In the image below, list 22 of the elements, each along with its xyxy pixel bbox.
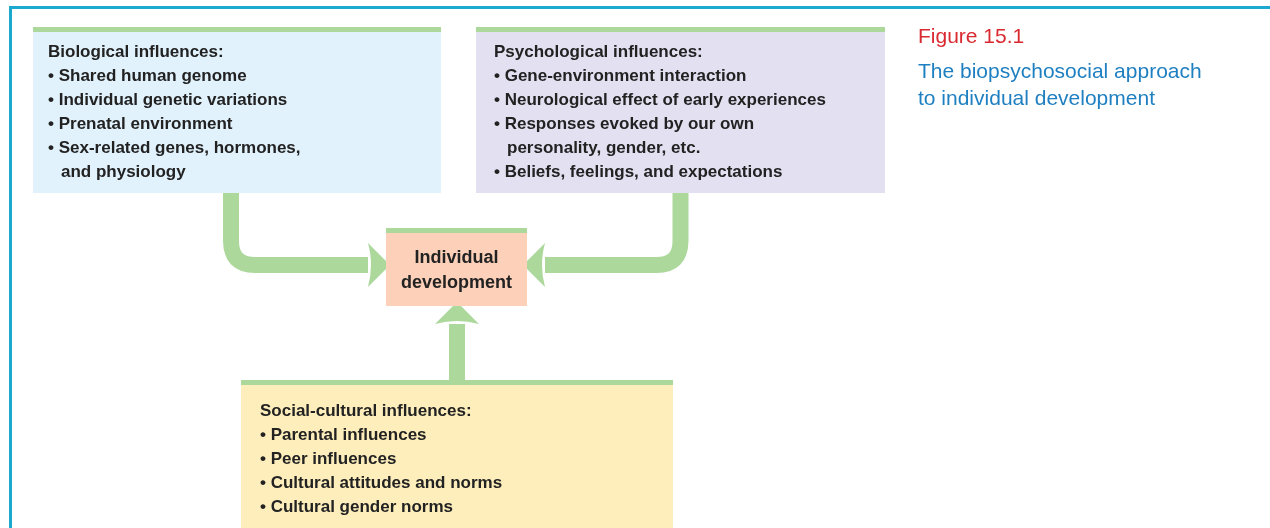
- bullet-item: • Cultural gender norms: [260, 496, 454, 518]
- text-box: [241, 380, 673, 528]
- text-box: [33, 27, 441, 193]
- bullet-item: • Responses evoked by our own personality, gender, etc.: [494, 113, 756, 159]
- bullet-item: • Cultural attitudes and norms: [260, 472, 504, 494]
- box-heading: Social-cultural influences:: [260, 400, 473, 422]
- bullet-item: • Neurological effect of early experiences: [494, 89, 827, 111]
- bullet-item: • Beliefs, feelings, and expectations: [494, 161, 784, 183]
- bullet-item: • Sex-related genes, hormones, and physiology: [48, 137, 302, 183]
- box-heading: Psychological influences:: [494, 41, 704, 63]
- text-box: [386, 228, 527, 306]
- box-heading: Biological influences:: [48, 41, 225, 63]
- node-label: Individual development: [400, 245, 513, 294]
- bullet-item: • Peer influences: [260, 448, 398, 470]
- bullet-item: • Shared human genome: [48, 65, 248, 87]
- bullet-item: • Prenatal environment: [48, 113, 234, 135]
- figure-number: Figure 15.1: [918, 24, 1025, 48]
- figure-caption: The biopsychosocial approach to individual development: [918, 58, 1203, 111]
- bullet-item: • Parental influences: [260, 424, 428, 446]
- bullet-item: • Gene-environment interaction: [494, 65, 748, 87]
- text-box: [476, 27, 885, 193]
- bullet-item: • Individual genetic variations: [48, 89, 289, 111]
